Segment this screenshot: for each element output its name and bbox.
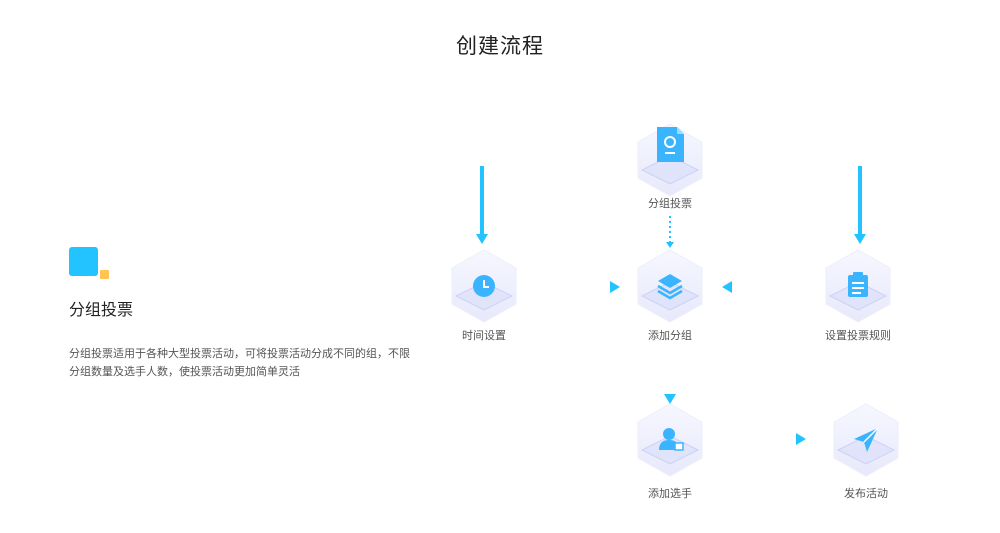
clock-icon <box>473 275 495 297</box>
user-icon <box>659 428 684 451</box>
node-label-time-settings: 时间设置 <box>462 329 506 342</box>
layers-icon <box>657 274 683 300</box>
node-vote-rules <box>825 249 891 323</box>
node-group-vote <box>637 123 703 197</box>
connector-rules-to-addgroup <box>722 281 806 293</box>
node-add-group <box>637 249 703 323</box>
node-time-settings <box>451 249 517 323</box>
node-label-add-group: 添加分组 <box>648 329 692 342</box>
connector-addgroup-to-candidates <box>664 350 676 404</box>
connector-candidates-to-publish <box>722 433 806 445</box>
connector-group-to-addgroup <box>666 216 674 248</box>
document-location-icon <box>657 127 684 162</box>
node-publish <box>833 403 899 477</box>
connector-group-to-time <box>476 166 616 244</box>
node-label-add-candidates: 添加选手 <box>648 487 692 500</box>
node-label-vote-rules: 设置投票规则 <box>825 329 891 342</box>
group-vote-logo <box>69 247 111 281</box>
connector-group-to-rules <box>728 166 866 244</box>
paper-plane-icon <box>854 427 879 452</box>
node-label-publish: 发布活动 <box>844 487 888 500</box>
page-title: 创建流程 <box>456 34 544 58</box>
node-add-candidates <box>637 403 703 477</box>
node-label-group-vote: 分组投票 <box>648 197 692 210</box>
clipboard-icon <box>848 272 868 297</box>
connector-time-to-addgroup <box>540 281 620 293</box>
info-description: 分组投票适用于各种大型投票活动，可将投票活动分成不同的组，不限分组数量及选手人数… <box>69 347 410 378</box>
info-heading: 分组投票 <box>69 300 134 319</box>
